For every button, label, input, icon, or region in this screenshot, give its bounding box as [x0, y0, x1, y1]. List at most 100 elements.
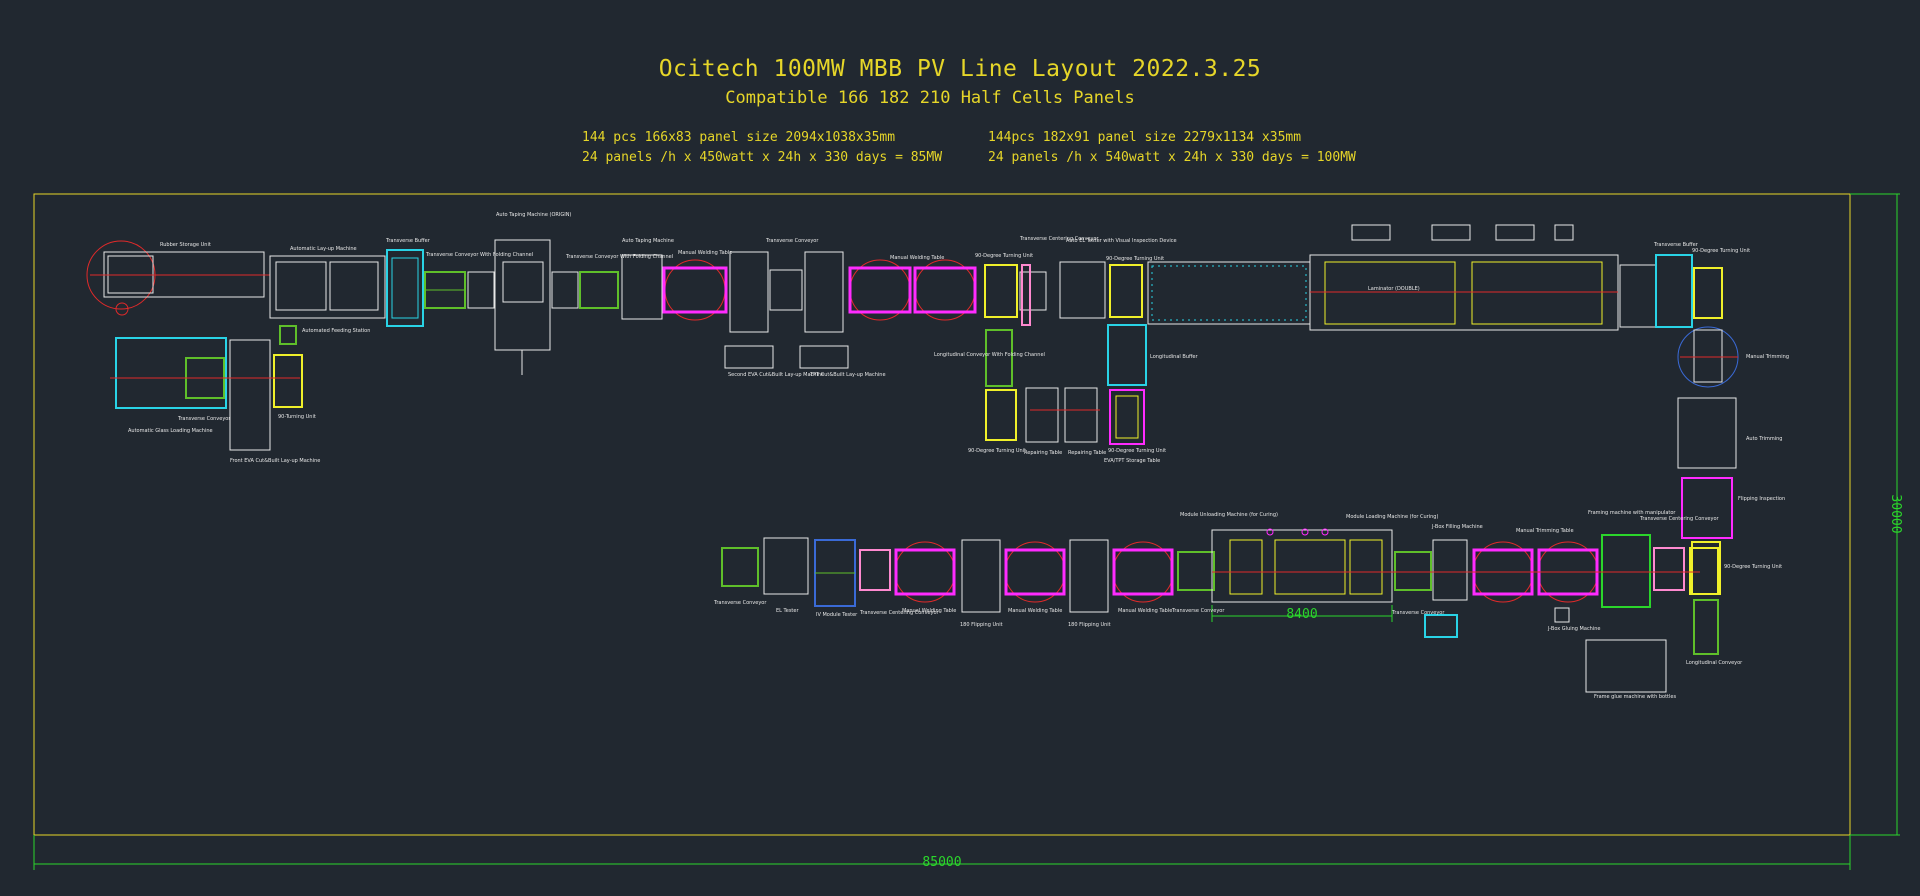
transverse-centering-2 — [1653, 547, 1685, 591]
flipping-unit — [961, 539, 1001, 613]
tpt-layup — [799, 345, 849, 369]
label-manual-trimming: Manual Trimming — [1746, 354, 1789, 360]
label-transverse-buffer-2: Transverse Buffer — [1654, 242, 1698, 248]
el-tester — [763, 537, 809, 595]
rubber-storage-small-circle — [115, 302, 129, 316]
dim-total-height: 30000 — [1888, 494, 1903, 533]
laminator-cooling — [1147, 261, 1311, 325]
label-transverse-conveyor-folding: Transverse Conveyor With Folding Channel — [426, 252, 534, 258]
spec-right-1: 144pcs 182x91 panel size 2279x1134 x35mm — [988, 130, 1302, 145]
layout-title: Ocitech 100MW MBB PV Line Layout 2022.3.… — [658, 56, 1262, 82]
label-transverse-conveyor-3: Transverse Conveyor — [1172, 608, 1225, 614]
transverse-conveyor-5 — [721, 547, 759, 587]
label-flipping-unit: 180 Flipping Unit — [960, 622, 1003, 628]
label-transverse-centering-3: Transverse Centering Conveyor — [860, 610, 939, 616]
label-tpt-layup: TPT Cut&Built Lay-up Machine — [810, 372, 886, 378]
label-rubber-storage: Rubber Storage Unit — [160, 242, 211, 248]
spec-left-2: 24 panels /h x 450watt x 24h x 330 days … — [582, 150, 943, 165]
label-longitudinal-buffer: Longitudinal Buffer — [1150, 354, 1198, 360]
auto-trimming — [1677, 397, 1737, 469]
dim-total-width: 85000 — [922, 855, 961, 870]
label-flipping-unit-2: 180 Flipping Unit — [1068, 622, 1111, 628]
label-transverse-conveyor-5: Transverse Conveyor — [714, 600, 767, 606]
frame-glue-machine — [1585, 639, 1667, 693]
auto-taping-machine-2 — [621, 254, 663, 320]
manual-welding-table-5 — [1112, 548, 1174, 596]
label-iv-tester: IV Module Tester — [816, 612, 858, 618]
label-manual-welding-2: Manual Welding Table — [890, 255, 945, 261]
turning-unit-90 — [984, 264, 1018, 318]
label-module-loading: Module Loading Machine (for Curing) — [1346, 514, 1439, 520]
label-turning-90e: 90-Degree Turning Unit — [968, 448, 1027, 454]
label-frame-glue: Frame glue machine with bottles — [1594, 694, 1677, 700]
manual-welding-table-4 — [1004, 548, 1066, 596]
label-jbox-gluing: J-Box Gluing Machine — [1548, 626, 1601, 632]
longitudinal-conveyor-2 — [1693, 599, 1719, 655]
flipping-unit-2 — [1069, 539, 1109, 613]
label-manual-welding: Manual Welding Table — [678, 250, 733, 256]
framing-machine — [1601, 534, 1651, 608]
label-manual-welding-5: Manual Welding Table — [902, 608, 957, 614]
manual-welding-table-2 — [848, 266, 912, 314]
flipping-inspection — [1681, 477, 1733, 539]
label-transverse-centering-2: Transverse Centering Conveyor — [1640, 516, 1719, 522]
label-el-tester: EL Tester — [776, 608, 799, 614]
label-transverse-conveyor: Transverse Conveyor — [766, 238, 819, 244]
label-repairing-table: Repairing Table — [1024, 450, 1063, 456]
label-turning-90b: 90-Degree Turning Unit — [1106, 256, 1165, 262]
label-longitudinal-conveyor-2: Longitudinal Conveyor — [1686, 660, 1743, 666]
label-transverse-conveyor-folding-2: Transverse Conveyor With Folding Channel — [566, 254, 674, 260]
manual-welding-table — [662, 266, 728, 314]
longitudinal-buffer — [1107, 324, 1147, 386]
label-auto-layup: Automatic Lay-up Machine — [290, 246, 357, 252]
label-laminator: Laminator (DOUBLE) — [1368, 286, 1420, 292]
equipment-lower-line — [721, 528, 1719, 693]
repairing-table-2 — [1064, 387, 1098, 443]
jbox-gluing — [1554, 607, 1570, 623]
dim-segment: 8400 — [1286, 607, 1317, 622]
transverse-buffer — [386, 249, 424, 327]
label-flipping-inspection: Flipping Inspection — [1738, 496, 1786, 502]
label-turning-90f: 90-Degree Turning Unit — [1108, 448, 1167, 454]
label-turning-90g: 90-Degree Turning Unit — [1724, 564, 1783, 570]
label-auto-el-tester: Auto EL Tester with Visual Inspection De… — [1066, 238, 1177, 244]
dimension-height — [1850, 193, 1900, 836]
auto-el-tester — [1059, 261, 1106, 319]
label-longitudinal-conveyor: Longitudinal Conveyor With Folding Chann… — [934, 352, 1045, 358]
label-turning-90d: 90-Turning Unit — [278, 414, 316, 420]
auto-glass-loading — [115, 337, 227, 409]
label-manual-welding-3: Manual Welding Table — [1118, 608, 1173, 614]
label-jbox-filling: J-Box Filling Machine — [1432, 524, 1483, 530]
dimension-width — [33, 835, 1851, 870]
label-auto-taping: Auto Taping Machine (ORIGIN) — [496, 212, 572, 218]
dimension-segment — [1211, 605, 1393, 622]
second-eva-layup — [724, 345, 774, 369]
layout-subtitle: Compatible 166 182 210 Half Cells Panels — [725, 88, 1135, 108]
label-transverse-conveyor-2: Transverse Conveyor — [178, 416, 231, 422]
longitudinal-conveyor — [985, 329, 1013, 387]
spec-left-1: 144 pcs 166x83 panel size 2094x1038x35mm — [582, 130, 896, 145]
spec-right-2: 24 panels /h x 540watt x 24h x 330 days … — [988, 150, 1356, 165]
transverse-conveyor-4 — [1394, 551, 1432, 591]
transverse-buffer-2 — [1655, 254, 1693, 328]
label-transverse-centering: Transverse Centering Conveyor — [1020, 236, 1099, 242]
front-eva-layup — [229, 339, 271, 451]
label-eva-tpt-storage: EVA/TPT Storage Table — [1104, 458, 1161, 464]
label-second-eva: Second EVA Cut&Built Lay-up Machine — [728, 372, 825, 378]
auto-layup-machine — [269, 255, 386, 319]
label-framing-centering: Framing machine with manipulator — [1588, 510, 1676, 516]
label-transverse-conveyor-4: Transverse Conveyor — [1392, 610, 1445, 616]
label-auto-glass-loading: Automatic Glass Loading Machine — [128, 428, 213, 434]
curing-area — [1211, 529, 1393, 603]
label-automated-feeding: Automated Feeding Station — [302, 328, 371, 334]
transverse-centering-3 — [859, 549, 891, 591]
label-repairing-table-2: Repairing Table — [1068, 450, 1107, 456]
label-turning-90c: 90-Degree Turning Unit — [1692, 248, 1751, 254]
label-auto-taping-2: Auto Taping Machine — [622, 238, 674, 244]
label-front-eva: Front EVA Cut&Built Lay-up Machine — [230, 458, 321, 464]
label-manual-trimming-2: Manual Trimming Table — [1516, 528, 1574, 534]
label-transverse-buffer: Transverse Buffer — [386, 238, 430, 244]
manual-welding-table-3 — [894, 548, 956, 596]
label-module-unloading: Module Unloading Machine (for Curing) — [1180, 512, 1278, 518]
